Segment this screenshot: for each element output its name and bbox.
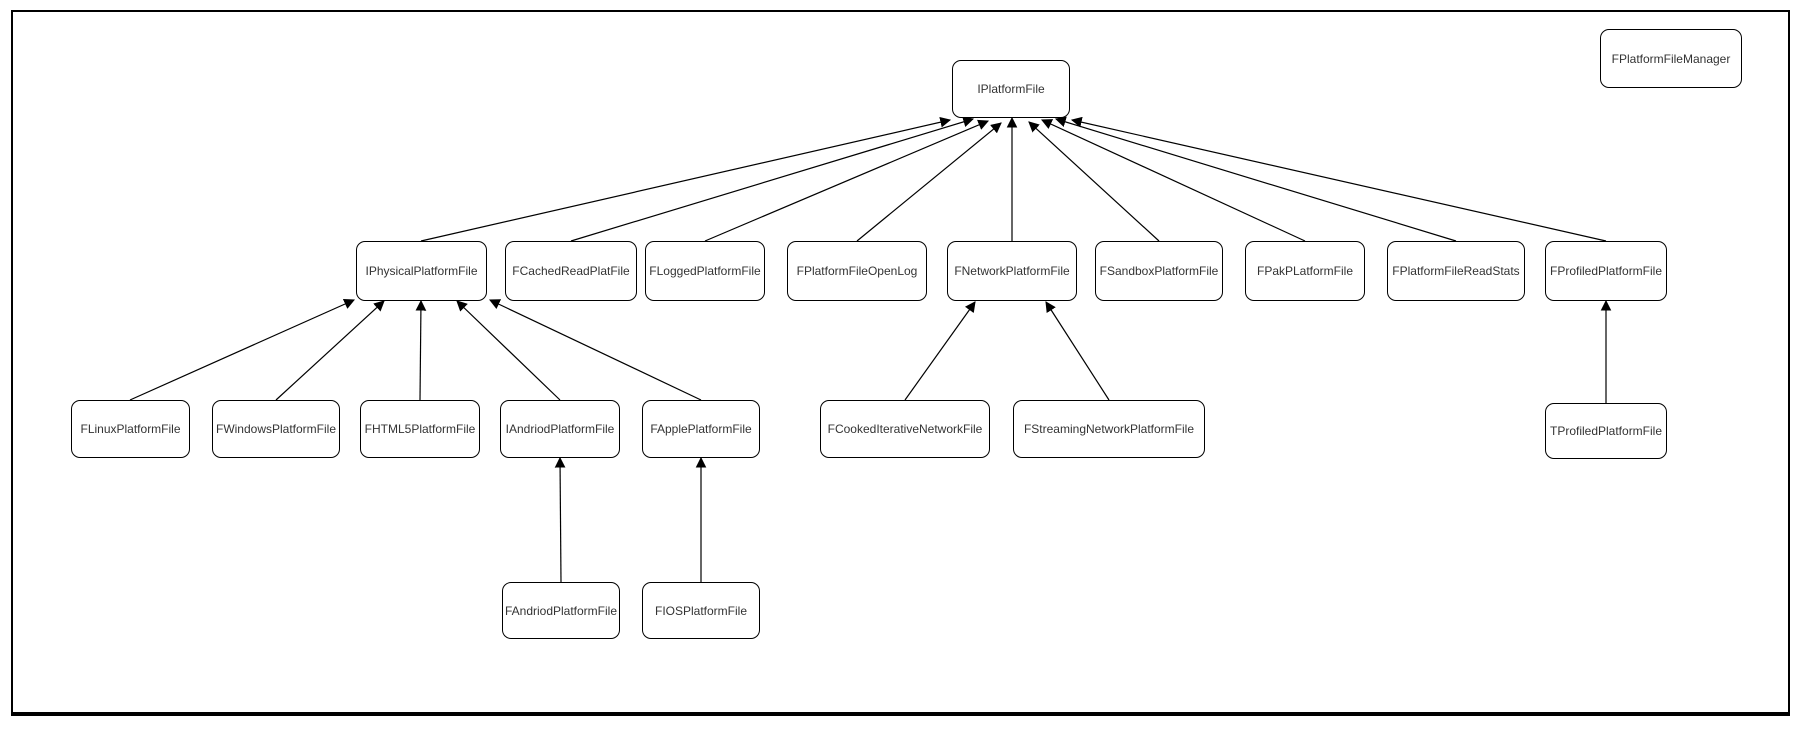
node-fiosplatformfile[interactable]: FIOSPlatformFile — [642, 582, 760, 639]
node-floggedplatformfile[interactable]: FLoggedPlatformFile — [645, 241, 765, 301]
node-fandriodplatformfile-label: FAndriodPlatformFile — [504, 603, 618, 618]
node-fpakplatformfile[interactable]: FPakPLatformFile — [1245, 241, 1365, 301]
node-fstreamingnetworkplatformfile[interactable]: FStreamingNetworkPlatformFile — [1013, 400, 1205, 458]
node-iphysicalplatformfile[interactable]: IPhysicalPlatformFile — [356, 241, 487, 301]
node-fappleplatformfile-label: FApplePlatformFile — [650, 422, 752, 436]
node-fprofiledplatformfile[interactable]: FProfiledPlatformFile — [1545, 241, 1667, 301]
node-tprofiledplatformfile-label: TProfiledPlatformFile — [1549, 424, 1663, 438]
node-fappleplatformfile[interactable]: FApplePlatformFile — [642, 400, 760, 458]
node-fhtml5platformfile[interactable]: FHTML5PlatformFile — [360, 400, 480, 458]
node-fwindowsplatformfile-label: FWindowsPlatformFile — [215, 422, 337, 436]
node-fsandboxplatformfile-label: FSandboxPlatformFile — [1099, 264, 1219, 278]
node-fplatformfilereadstats[interactable]: FPlatformFileReadStats — [1387, 241, 1525, 301]
node-iplatformfile[interactable]: IPlatformFile — [952, 60, 1070, 118]
node-fwindowsplatformfile[interactable]: FWindowsPlatformFile — [212, 400, 340, 458]
node-fplatformfileopenlog-label: FPlatformFileOpenLog — [796, 264, 918, 278]
node-fpakplatformfile-label: FPakPLatformFile — [1256, 264, 1354, 278]
node-fnetworkplatformfile-label: FNetworkPlatformFile — [954, 264, 1070, 278]
node-iphysicalplatformfile-label: IPhysicalPlatformFile — [365, 264, 478, 278]
node-tprofiledplatformfile[interactable]: TProfiledPlatformFile — [1545, 403, 1667, 459]
node-fcachedreadplatfile-label: FCachedReadPlatFile — [512, 264, 630, 278]
node-fandriodplatformfile[interactable]: FAndriodPlatformFile — [502, 582, 620, 639]
node-fsandboxplatformfile[interactable]: FSandboxPlatformFile — [1095, 241, 1223, 301]
node-flinuxplatformfile[interactable]: FLinuxPlatformFile — [71, 400, 190, 458]
node-fcachedreadplatfile[interactable]: FCachedReadPlatFile — [505, 241, 637, 301]
diagram-canvas — [11, 10, 1790, 716]
node-iandriodplatformfile-label: IAndriodPlatformFile — [505, 422, 615, 436]
node-fstreamingnetworkplatformfile-label: FStreamingNetworkPlatformFile — [1023, 422, 1195, 436]
node-fplatformfilemanager-label: FPlatformFileManager — [1611, 51, 1731, 66]
node-fcookediterativenetworkfile-label: FCookedIterativeNetworkFile — [827, 422, 983, 436]
node-fprofiledplatformfile-label: FProfiledPlatformFile — [1549, 264, 1663, 278]
node-fnetworkplatformfile[interactable]: FNetworkPlatformFile — [947, 241, 1077, 301]
node-floggedplatformfile-label: FLoggedPlatformFile — [649, 264, 761, 278]
node-iandriodplatformfile[interactable]: IAndriodPlatformFile — [500, 400, 620, 458]
node-iplatformfile-label: IPlatformFile — [977, 82, 1045, 96]
node-fplatformfilereadstats-label: FPlatformFileReadStats — [1392, 264, 1520, 278]
node-fplatformfilemanager[interactable]: FPlatformFileManager — [1600, 29, 1742, 88]
node-fcookediterativenetworkfile[interactable]: FCookedIterativeNetworkFile — [820, 400, 990, 458]
node-fiosplatformfile-label: FIOSPlatformFile — [654, 603, 747, 618]
node-flinuxplatformfile-label: FLinuxPlatformFile — [80, 422, 181, 436]
node-fplatformfileopenlog[interactable]: FPlatformFileOpenLog — [787, 241, 927, 301]
node-fhtml5platformfile-label: FHTML5PlatformFile — [364, 422, 476, 436]
